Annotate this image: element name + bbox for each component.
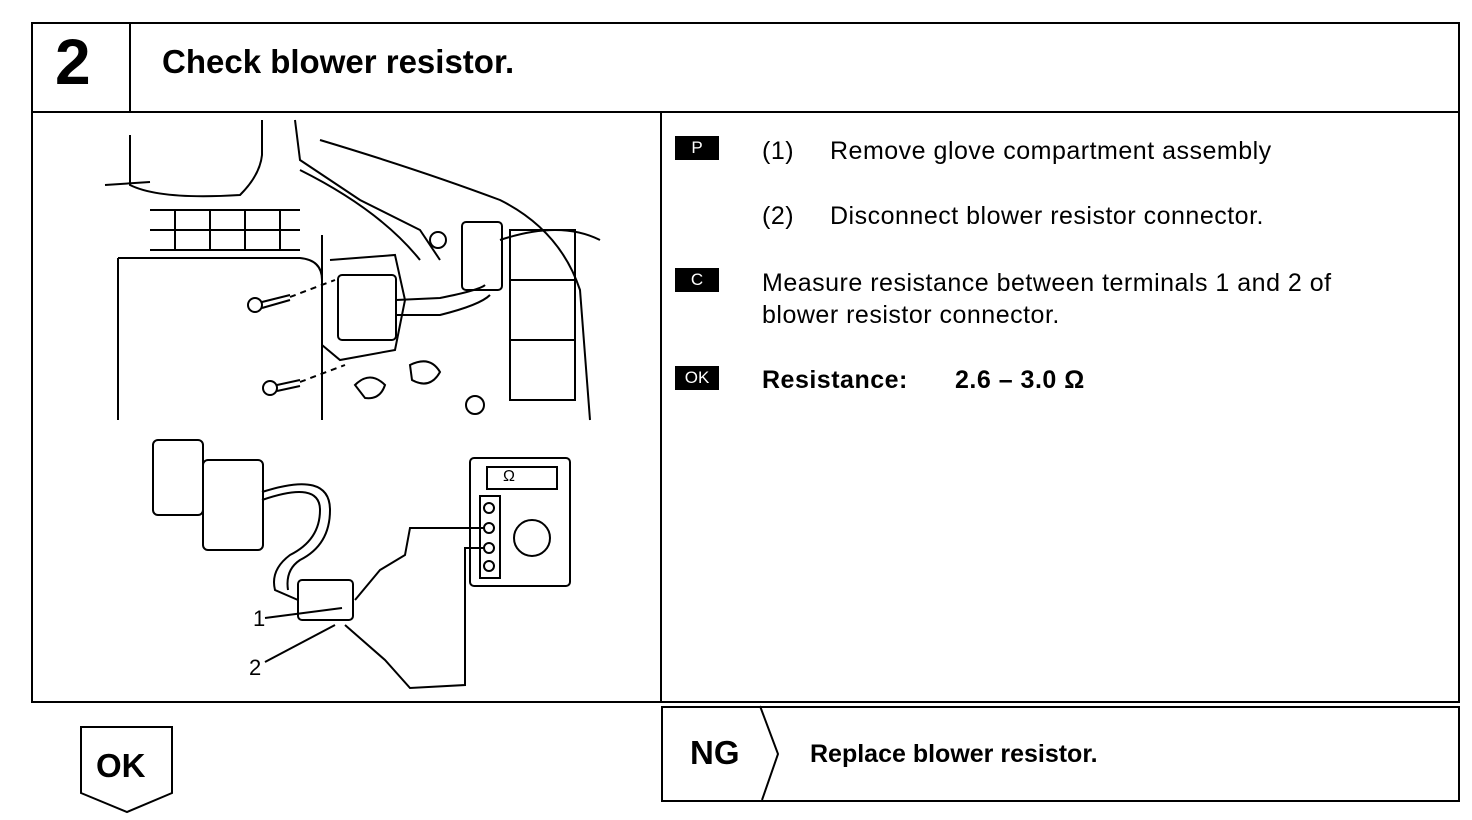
terminal-1-label: 1 <box>253 606 266 631</box>
resistor-unit-b <box>202 459 264 551</box>
terminal-2-label: 2 <box>249 655 262 680</box>
step-number-divider <box>129 22 131 112</box>
mount-hole-2 <box>465 395 485 415</box>
harness-cable-2 <box>261 483 332 591</box>
test-lead-1 <box>354 527 484 601</box>
connector-plug <box>461 221 503 291</box>
p-step1-number: (1) <box>762 137 795 165</box>
test-lead-2 <box>344 547 484 690</box>
resistor-body <box>337 274 397 341</box>
p-step2-number: (2) <box>762 202 795 230</box>
p-step2-text: Disconnect blower resistor connector. <box>830 202 1264 230</box>
dash-panel-outline <box>129 120 263 198</box>
clip-2 <box>408 360 442 385</box>
spec-value: 2.6 – 3.0 Ω <box>955 366 1085 394</box>
pointer-1 <box>264 607 343 619</box>
ng-action: Replace blower resistor. <box>810 740 1098 768</box>
harness-cable <box>261 491 322 601</box>
ohmmeter-switch-panel <box>479 495 501 579</box>
clip-1 <box>353 376 387 400</box>
terminal-connector <box>297 579 354 621</box>
ng-chevron <box>759 705 780 801</box>
ok-icon: OK <box>675 366 719 390</box>
screw-lower <box>262 380 278 396</box>
step-number: 2 <box>55 26 91 98</box>
duct-outline <box>294 119 441 261</box>
c-icon: C <box>675 268 719 292</box>
c-text-line1: Measure resistance between terminals 1 a… <box>762 269 1332 297</box>
p-icon: P <box>675 136 719 160</box>
ok-label: OK <box>96 747 146 784</box>
right-grille <box>509 229 576 401</box>
ohmmeter-symbol: Ω <box>503 468 515 485</box>
resistor-bracket <box>321 253 407 362</box>
ohmmeter-body <box>469 457 571 587</box>
ng-box <box>661 706 1460 802</box>
column-divider <box>660 111 662 703</box>
duct-curve <box>319 139 591 421</box>
duct-inner <box>299 169 421 261</box>
grid-vent <box>150 209 300 251</box>
dash-panel-edge <box>104 181 151 186</box>
resistor-wires <box>395 284 491 316</box>
spec-label: Resistance: <box>762 366 908 394</box>
ohmmeter-display <box>486 466 558 490</box>
step-title: Check blower resistor. <box>162 43 515 80</box>
ohmmeter-dial <box>513 519 551 557</box>
panel-top <box>118 257 323 281</box>
mount-hole-1 <box>429 231 447 249</box>
pointer-2 <box>264 624 336 663</box>
p-step1-text: Remove glove compartment assembly <box>830 137 1272 165</box>
screw-upper <box>247 297 263 313</box>
c-text-line2: blower resistor connector. <box>762 301 1060 329</box>
ng-label: NG <box>690 734 740 771</box>
procedure-frame <box>31 22 1460 703</box>
header-divider <box>31 111 1460 113</box>
